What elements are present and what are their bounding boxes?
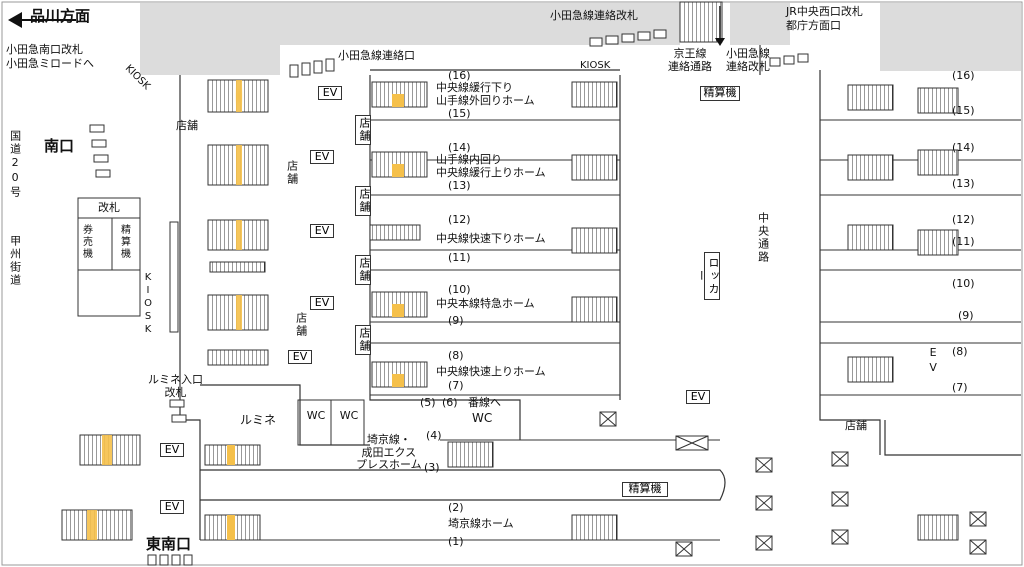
ev-box-5: EV — [288, 350, 312, 364]
platform-11-right: (11) — [952, 235, 975, 248]
shop-box-3: 店舗 — [355, 255, 371, 285]
odakyu-connection-gate-label: 小田急線連絡改札 — [550, 9, 638, 22]
wc-label-1: WC — [306, 409, 326, 422]
jr-chuo-west-gate-label: JR中央西口改札 — [786, 5, 863, 18]
route20-label: 国道20号 — [8, 130, 22, 199]
arrow-down-icon — [715, 6, 725, 46]
shop-label-2: 店舗 — [285, 160, 299, 186]
platform-1: (1) — [448, 535, 464, 548]
platform-13-right: (13) — [952, 177, 975, 190]
ev-box-6: EV — [160, 443, 184, 457]
south-exit-label: 南口 — [44, 137, 75, 155]
ev-box-4: EV — [310, 296, 334, 310]
shop-box-1: 店舗 — [355, 115, 371, 145]
to-platform-label: 番線へ — [468, 396, 501, 409]
shop-label-3: 店舗 — [294, 312, 308, 338]
structure-boxes — [599, 411, 987, 557]
ev-box-2: EV — [310, 150, 334, 164]
platform-label-15-16: 中央線緩行下り 山手線外回りホーム — [436, 81, 535, 107]
platform-12-left: (12) — [448, 213, 471, 226]
platform-label-11-12: 中央線快速下りホーム — [436, 232, 546, 245]
keio-passage-label: 京王線 連絡通路 — [668, 47, 712, 73]
ev-box-3: EV — [310, 224, 334, 238]
fare-adjust-box-bottom: 精算機 — [622, 482, 668, 497]
platform-8-left: (8) — [448, 349, 464, 362]
ticket-gates — [89, 29, 809, 566]
platform-16-left: (16) — [448, 69, 471, 82]
platform-9-left: (9) — [448, 314, 464, 327]
ticket-office — [77, 197, 179, 333]
platform-11-left: (11) — [448, 251, 471, 264]
wc-label-3: WC — [472, 411, 493, 425]
platform-12-right: (12) — [952, 213, 975, 226]
odakyu-mylord-label: 小田急ミロードへ — [6, 57, 94, 70]
southeast-exit-label: 東南口 — [146, 535, 192, 553]
fare-adjust-box-top: 精算機 — [700, 86, 740, 101]
ev-box-8: EV — [686, 390, 710, 404]
platform-7-right: (7) — [952, 381, 968, 394]
platform-13-left: (13) — [448, 179, 471, 192]
platform-7-left: (7) — [448, 379, 464, 392]
platform-3: (3) — [424, 461, 440, 474]
platform-16-right: (16) — [952, 69, 975, 82]
stairs-plain — [207, 1, 959, 541]
stairs-highlighted — [61, 79, 428, 541]
platform-label-3-4: 埼京線・ 成田エクス プレスホーム — [356, 433, 422, 472]
shop-box-4: 店舗 — [355, 325, 371, 355]
kiosk-label-top: KIOSK — [580, 60, 611, 71]
platform-2: (2) — [448, 501, 464, 514]
platform-8-right: (8) — [952, 345, 968, 358]
platform-15-left: (15) — [448, 107, 471, 120]
platform-5: (5) — [420, 396, 436, 409]
kiosk-label: KIOSK — [142, 272, 154, 337]
koshu-street-label: 甲州街道 — [8, 235, 22, 287]
platform-15-right: (15) — [952, 104, 975, 117]
platform-14-left: (14) — [448, 141, 471, 154]
arrow-left-icon — [8, 12, 76, 28]
platform-label-9-10: 中央本線特急ホーム — [436, 297, 535, 310]
shop-label-right: 店舗 — [845, 419, 867, 432]
chuo-passage-label: 中央通路 — [756, 212, 770, 264]
platform-9-right: (9) — [958, 309, 974, 322]
platform-label-1-2: 埼京線ホーム — [448, 517, 514, 530]
ev-box-1: EV — [318, 86, 342, 100]
platform-10-right: (10) — [952, 277, 975, 290]
gate-label: 改札 — [98, 201, 120, 214]
fare-adjust-machine-label: 精算機 — [118, 224, 130, 260]
platform-10-left: (10) — [448, 283, 471, 296]
ev-label-right: EV — [926, 346, 940, 376]
shop-label-1: 店舗 — [176, 119, 198, 132]
shinagawa-direction-label: 品川方面 — [30, 7, 91, 25]
lumine-gate-label: ルミネ入口 改札 — [148, 373, 203, 399]
lumine-label: ルミネ — [240, 413, 277, 427]
locker-box: ロッカー — [695, 252, 720, 300]
platform-4: (4) — [426, 429, 442, 442]
odakyu-connection-exit-label: 小田急線連絡口 — [338, 49, 415, 62]
odakyu-gate-label: 小田急線 連絡改札 — [726, 47, 770, 73]
platform-lines — [200, 119, 1021, 541]
platform-label-13-14: 山手線内回り 中央線緩行上りホーム — [436, 153, 546, 179]
odakyu-south-gate-label: 小田急南口改札 — [6, 43, 83, 56]
platform-label-7-8: 中央線快速上りホーム — [436, 365, 546, 378]
platform-14-right: (14) — [952, 141, 975, 154]
wc-label-2: WC — [339, 409, 359, 422]
wc-block — [297, 399, 365, 446]
ev-box-7: EV — [160, 500, 184, 514]
ticket-machine-label: 券売機 — [80, 224, 92, 260]
tocho-direction-label: 都庁方面口 — [786, 19, 841, 32]
shop-box-2: 店舗 — [355, 186, 371, 216]
platform-6: (6) — [442, 396, 458, 409]
